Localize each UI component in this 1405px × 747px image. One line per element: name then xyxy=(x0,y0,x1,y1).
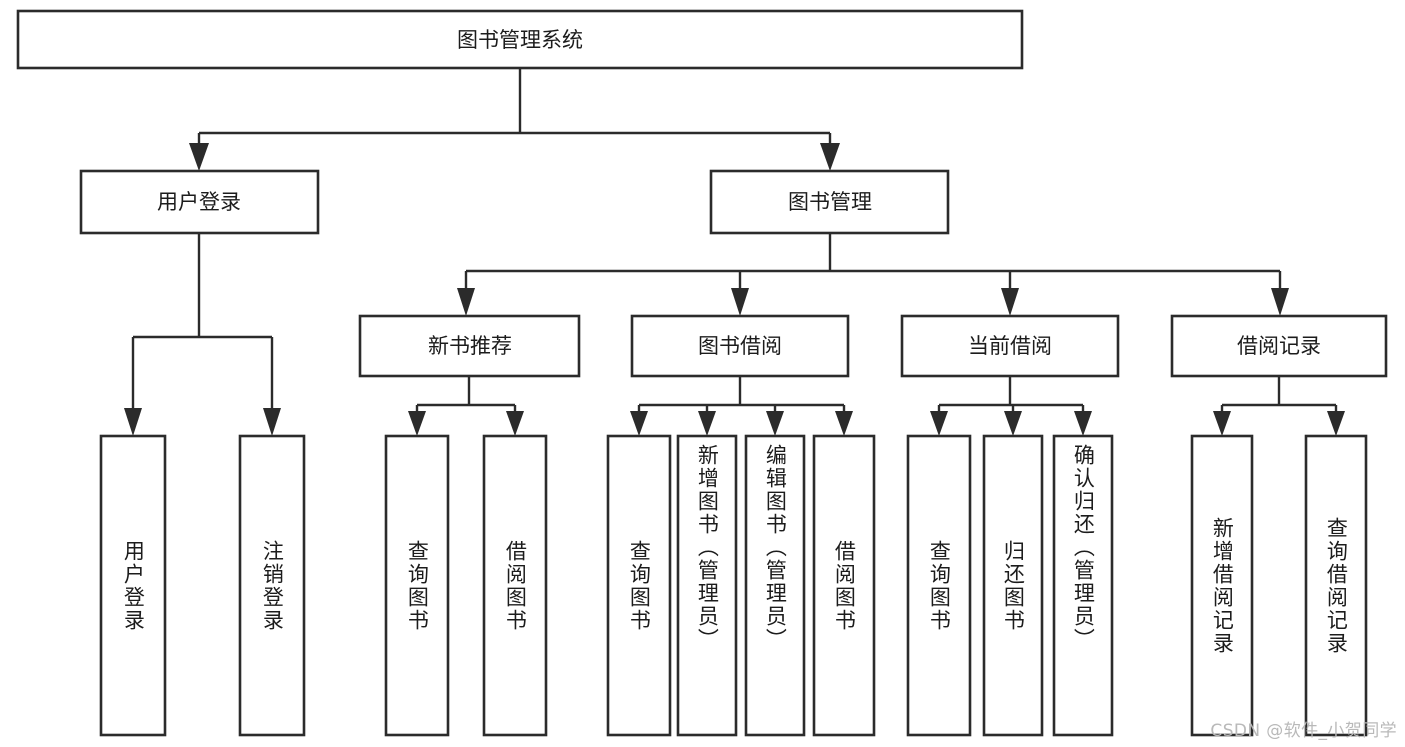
arrow-head-current-borrow xyxy=(1001,288,1019,316)
node-current-borrow-rect[interactable] xyxy=(900,314,1120,378)
node-leaf-borrow-book-2-rect[interactable] xyxy=(812,434,876,737)
arrow-head-leaf-query-book-3 xyxy=(930,411,948,436)
node-leaf-user-login-rect[interactable] xyxy=(99,434,167,737)
arrow-head-leaf-query-book-1 xyxy=(408,411,426,436)
node-borrow-record-label: 借阅记录 xyxy=(1237,334,1321,358)
node-current-borrow-label: 当前借阅 xyxy=(968,334,1052,358)
node-borrow-record-rect[interactable] xyxy=(1170,314,1388,378)
arrow-head-borrow-record xyxy=(1271,288,1289,316)
node-book-manage-label: 图书管理 xyxy=(788,190,872,214)
node-leaf-add-record-rect[interactable] xyxy=(1190,434,1254,737)
node-leaf-add-book-rect[interactable] xyxy=(676,434,738,737)
connectors-layer xyxy=(124,68,1345,436)
arrow-head-leaf-add-book xyxy=(698,411,716,436)
node-leaf-borrow-book-1-rect[interactable] xyxy=(482,434,548,737)
node-book-borrow[interactable]: 图书借阅 xyxy=(630,314,850,378)
arrow-head-leaf-user-login xyxy=(124,408,142,436)
node-book-borrow-rect[interactable] xyxy=(630,314,850,378)
arrow-head-leaf-return-book xyxy=(1004,411,1022,436)
node-borrow-record[interactable]: 借阅记录 xyxy=(1170,314,1388,378)
node-leaf-confirm-return-rect[interactable] xyxy=(1052,434,1114,737)
node-current-borrow[interactable]: 当前借阅 xyxy=(900,314,1120,378)
arrow-head-leaf-add-record xyxy=(1213,411,1231,436)
arrow-head-leaf-query-book-2 xyxy=(630,411,648,436)
arrow-head-leaf-confirm-return xyxy=(1074,411,1092,436)
arrow-head-leaf-logout xyxy=(263,408,281,436)
arrow-head-user-login xyxy=(189,143,209,171)
node-book-manage-rect[interactable] xyxy=(709,169,950,235)
nodes-layer: 图书管理系统 用户登录 图书管理 新书推荐 图书借阅 当前 xyxy=(16,9,1388,737)
node-user-login-label: 用户登录 xyxy=(157,190,241,214)
node-leaf-edit-book-rect[interactable] xyxy=(744,434,806,737)
arrow-head-book-manage xyxy=(820,143,840,171)
arrow-head-leaf-edit-book xyxy=(766,411,784,436)
node-book-manage[interactable]: 图书管理 xyxy=(709,169,950,235)
node-root[interactable]: 图书管理系统 xyxy=(16,9,1024,70)
node-user-login[interactable]: 用户登录 xyxy=(79,169,320,235)
node-leaf-return-book-rect[interactable] xyxy=(982,434,1044,737)
node-new-book-rec-rect[interactable] xyxy=(358,314,581,378)
node-leaf-query-record-rect[interactable] xyxy=(1304,434,1368,737)
node-leaf-query-book-1-rect[interactable] xyxy=(384,434,450,737)
watermark-text: CSDN @软件_小贺同学 xyxy=(1210,721,1397,741)
node-leaf-query-book-3-rect[interactable] xyxy=(906,434,972,737)
node-book-borrow-label: 图书借阅 xyxy=(698,334,782,358)
node-new-book-rec[interactable]: 新书推荐 xyxy=(358,314,581,378)
node-root-rect[interactable] xyxy=(16,9,1024,70)
arrow-head-leaf-borrow-book-2 xyxy=(835,411,853,436)
node-user-login-rect[interactable] xyxy=(79,169,320,235)
arrow-head-leaf-query-record xyxy=(1327,411,1345,436)
arrow-head-new-book-rec xyxy=(457,288,475,316)
arrow-head-book-borrow xyxy=(731,288,749,316)
node-leaf-logout-rect[interactable] xyxy=(238,434,306,737)
node-leaf-query-book-2-rect[interactable] xyxy=(606,434,672,737)
arrow-head-leaf-borrow-book-1 xyxy=(506,411,524,436)
node-new-book-rec-label: 新书推荐 xyxy=(428,334,512,358)
node-root-label: 图书管理系统 xyxy=(457,28,583,52)
